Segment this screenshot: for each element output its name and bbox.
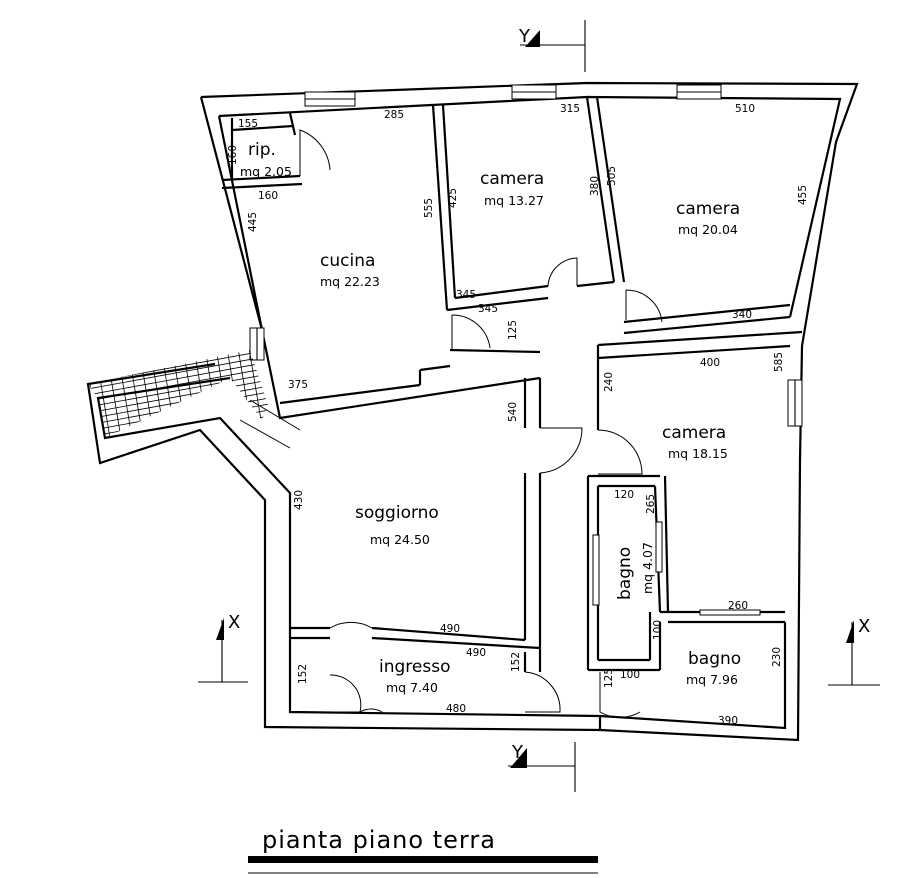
dim-100-vertical: 100 [652,620,664,640]
plan-title: pianta piano terra [248,826,598,874]
room-area-rip: mq 2.05 [240,164,292,179]
dim-285: 285 [384,109,404,121]
section-label-x-right: X [858,616,870,637]
outer-walls [86,81,859,742]
dim-260: 260 [728,600,748,612]
dim-155: 155 [238,118,258,130]
dim-240: 240 [603,372,615,392]
dim-505: 505 [606,166,618,186]
dim-430: 430 [293,490,305,510]
room-area-camera-1: mq 13.27 [484,193,544,208]
dim-160-horizontal: 160 [258,190,278,202]
dim-265: 265 [645,494,657,514]
dim-345-outer: 345 [478,303,498,315]
section-label-y-top: Y [518,26,531,47]
dim-380: 380 [589,176,601,196]
section-marker-y-top: Y [518,20,586,72]
dim-425: 425 [447,188,459,208]
dim-585: 585 [773,352,785,372]
room-name-ingresso: ingresso [379,657,450,677]
dim-540: 540 [507,402,519,422]
dim-510: 510 [735,103,755,115]
dim-230: 230 [771,647,783,667]
dim-340: 340 [732,309,752,321]
windows [249,84,803,616]
dim-160-vertical: 160 [227,145,239,165]
dim-120: 120 [614,489,634,501]
dim-390: 390 [718,715,738,727]
section-label-y-bottom: Y [511,742,524,763]
room-area-cucina: mq 22.23 [320,274,380,289]
dim-315: 315 [560,103,580,115]
interior-walls [221,96,803,730]
dim-125-corridor: 125 [507,320,519,340]
room-name-soggiorno: soggiorno [355,503,439,523]
section-marker-x-right: X [828,616,880,686]
room-name-bagno-2: bagno [688,649,741,669]
plan-title-text: pianta piano terra [262,826,496,854]
dim-555: 555 [423,198,435,218]
dim-125-bath: 125 [603,668,615,688]
room-name-camera-3: camera [662,423,726,443]
room-area-ingresso: mq 7.40 [386,680,438,695]
section-marker-x-left: X [198,612,248,683]
room-name-bagno-1: bagno [615,547,635,600]
dim-455: 455 [797,185,809,205]
room-labels: rip. mq 2.05 cucina mq 22.23 camera mq 1… [240,140,741,695]
dim-480: 480 [446,703,466,715]
room-area-soggiorno: mq 24.50 [370,532,430,547]
dim-100-horizontal: 100 [620,669,640,681]
dim-445: 445 [247,212,259,232]
room-area-bagno-2: mq 7.96 [686,672,738,687]
dim-400: 400 [700,357,720,369]
room-area-bagno-1: mq 4.07 [640,542,655,594]
room-name-cucina: cucina [320,251,375,271]
dim-490-lower: 490 [466,647,486,659]
title-underline [248,856,598,863]
section-label-x-left: X [228,612,240,633]
room-area-camera-3: mq 18.15 [668,446,728,461]
dim-345-inner: 345 [456,289,476,301]
room-name-camera-1: camera [480,169,544,189]
dimension-labels: 155 285 315 510 160 160 445 555 425 380 … [227,103,809,727]
room-name-rip: rip. [248,140,276,160]
room-area-camera-2: mq 20.04 [678,222,738,237]
dim-152-right: 152 [510,652,522,672]
room-name-camera-2: camera [676,199,740,219]
section-marker-y-bottom: Y [508,742,576,792]
dim-152-left: 152 [297,664,309,684]
dim-490-upper: 490 [440,623,460,635]
dim-375: 375 [288,379,308,391]
